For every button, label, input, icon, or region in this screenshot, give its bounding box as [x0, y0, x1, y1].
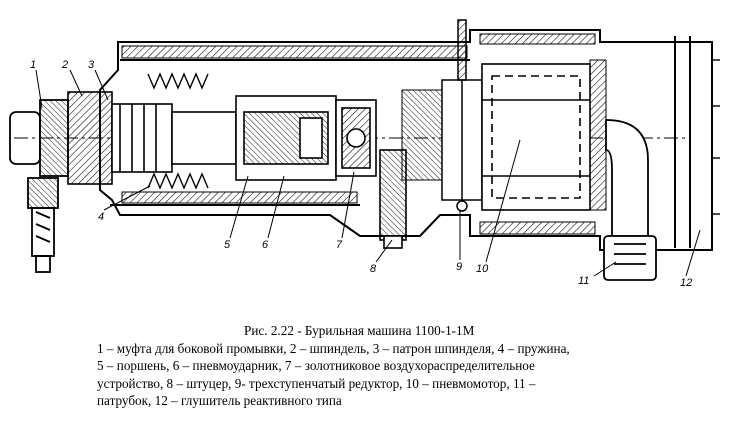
gear-reducer [441, 19, 483, 212]
legend-line: патрубок, 12 – глушитель реактивного тип… [97, 393, 342, 409]
valve-distributor [335, 99, 377, 177]
leader-lines [35, 69, 701, 277]
housing [99, 29, 713, 251]
fitting [379, 149, 407, 249]
hatched-walls [121, 33, 607, 235]
legend-line: устройство, 8 – штуцер, 9- трехступенчат… [97, 375, 536, 391]
callout-4: 4 [98, 211, 104, 223]
branch-pipe [603, 119, 657, 281]
callout-11: 11 [578, 275, 589, 287]
callout-7: 7 [336, 239, 343, 251]
callout-9: 9 [456, 261, 462, 273]
callout-1: 1 [30, 59, 36, 71]
callout-3: 3 [88, 59, 95, 71]
technical-drawing: 1 2 3 4 5 6 7 8 9 10 11 12 [9, 19, 720, 289]
air-motor [481, 63, 591, 211]
callout-10: 10 [476, 263, 489, 275]
legend-line: 1 – муфта для боковой промывки, 2 – шпин… [97, 340, 570, 356]
caption-title: Рис. 2.22 - Бурильная машина 1100-1-1М [244, 323, 475, 338]
drill-machine-cross-section: 1 2 3 4 5 6 7 8 9 10 11 12 [9, 19, 720, 289]
legend-line: 5 – поршень, 6 – пневмоударник, 7 – золо… [97, 358, 535, 374]
flushing-coupling [9, 99, 690, 273]
callout-5: 5 [224, 239, 231, 251]
callout-8: 8 [370, 263, 377, 275]
piston-hammer [235, 95, 337, 181]
spring [147, 72, 209, 190]
figure-caption: Рис. 2.22 - Бурильная машина 1100-1-1М 1… [97, 322, 697, 410]
silencer [712, 59, 720, 215]
caption-legend: 1 – муфта для боковой промывки, 2 – шпин… [97, 340, 697, 410]
callout-labels: 1 2 3 4 5 6 7 8 9 10 11 12 [30, 59, 692, 289]
callout-2: 2 [61, 59, 68, 71]
spindle-assembly [67, 91, 237, 185]
callout-6: 6 [262, 239, 269, 251]
callout-12: 12 [680, 277, 692, 289]
